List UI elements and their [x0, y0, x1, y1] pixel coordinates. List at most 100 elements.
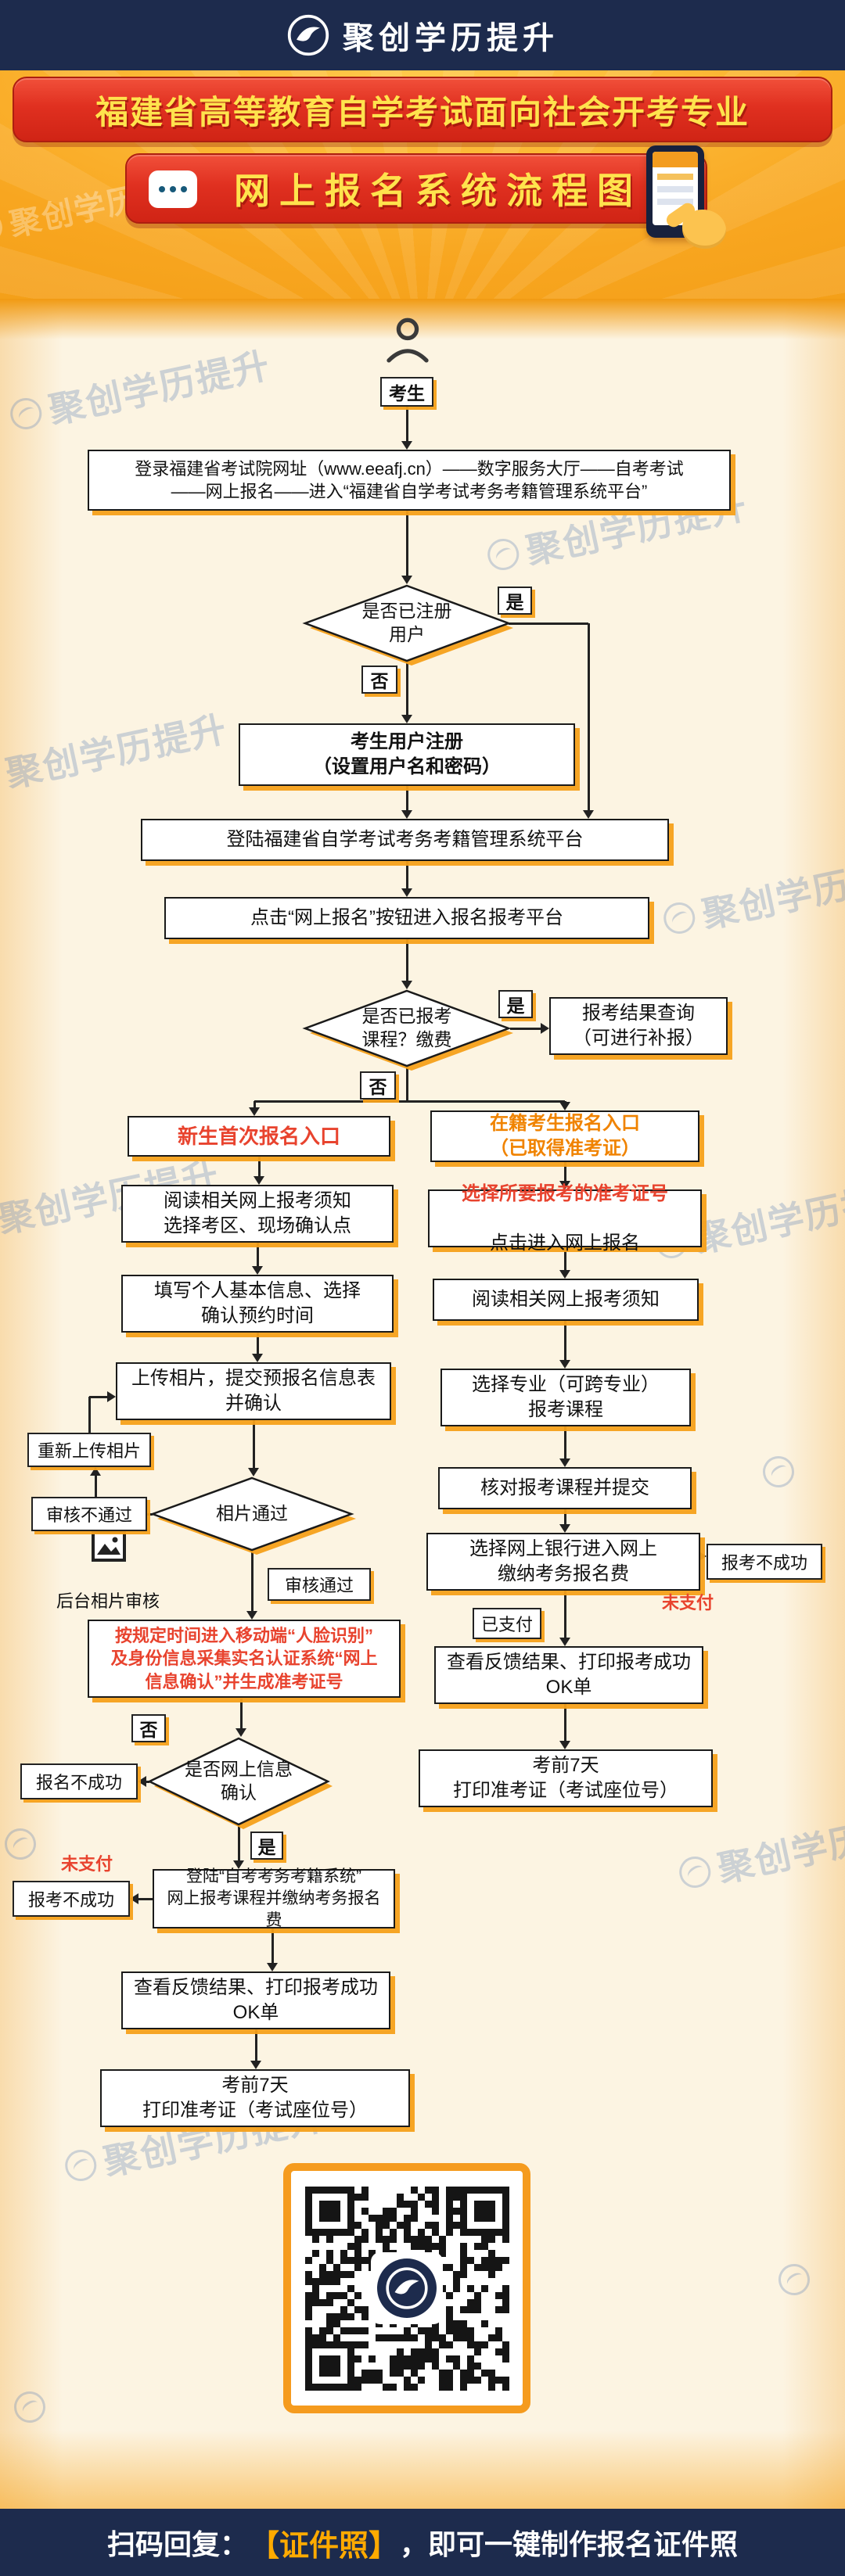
qr-cell: [431, 2242, 439, 2250]
qr-cell: [325, 2291, 333, 2299]
qr-cell: [438, 2383, 446, 2391]
qr-cell: [361, 2348, 369, 2355]
arrowhead: [559, 1638, 570, 1646]
qr-cell: [325, 2228, 333, 2236]
person-icon: [383, 316, 433, 368]
qr-cell: [389, 2348, 397, 2355]
qr-cell: [502, 2186, 509, 2194]
qr-cell: [333, 2193, 340, 2201]
qr-cell: [382, 2221, 390, 2229]
arrowhead: [254, 1176, 264, 1185]
qr-cell: [452, 2355, 460, 2363]
qr-cell: [382, 2242, 390, 2250]
qr-cell: [459, 2319, 467, 2327]
qr-cell: [466, 2256, 474, 2264]
qr-cell: [487, 2362, 495, 2370]
qr-cell: [347, 2284, 354, 2292]
qr-cell: [417, 2193, 425, 2201]
qr-cell: [389, 2355, 397, 2363]
qr-cell: [396, 2327, 404, 2334]
qr-cell: [494, 2193, 502, 2201]
qr-cell: [473, 2341, 481, 2348]
qr-cell: [494, 2312, 502, 2320]
qr-cell: [361, 2207, 369, 2215]
qr-cell: [410, 2242, 418, 2250]
qr-cell: [361, 2376, 369, 2384]
qr-cell: [502, 2376, 509, 2384]
qr-cell: [466, 2327, 474, 2334]
qr-cell: [438, 2214, 446, 2222]
qr-cell: [494, 2235, 502, 2243]
qr-cell: [354, 2263, 361, 2271]
flow-line: [88, 1397, 91, 1433]
qr-cell: [459, 2312, 467, 2320]
qr-cell: [502, 2298, 509, 2306]
qr-cell: [494, 2319, 502, 2327]
qr-cell: [333, 2200, 340, 2208]
qr-cell: [445, 2256, 453, 2264]
qr-cell: [502, 2277, 509, 2285]
qr-cell: [473, 2298, 481, 2306]
qr-cell: [340, 2221, 347, 2229]
qr-cell: [452, 2383, 460, 2391]
step-left-notice: 阅读相关网上报考须知 选择考区、现场确认点: [121, 1185, 394, 1243]
qr-cell: [325, 2242, 333, 2250]
qr-cell: [466, 2242, 474, 2250]
qr-cell: [375, 2341, 383, 2348]
qr-cell: [304, 2235, 312, 2243]
qr-cell: [403, 2362, 411, 2370]
qr-cell: [396, 2348, 404, 2355]
qr-cell: [389, 2242, 397, 2250]
qr-cell: [375, 2242, 383, 2250]
qr-cell: [424, 2228, 432, 2236]
qr-cell: [361, 2355, 369, 2363]
qr-cell: [389, 2369, 397, 2377]
brand-name: 聚创学历提升: [343, 21, 559, 56]
qr-cell: [473, 2207, 481, 2215]
qr-cell: [333, 2263, 340, 2271]
qr-cell: [424, 2221, 432, 2229]
qr-cell: [340, 2235, 347, 2243]
qr-cell: [487, 2369, 495, 2377]
qr-cell: [487, 2207, 495, 2215]
arrowhead: [107, 1391, 116, 1402]
qr-cell: [333, 2214, 340, 2222]
qr-cell: [438, 2319, 446, 2327]
qr-cell: [333, 2369, 340, 2377]
header-fade: [0, 299, 845, 339]
qr-cell: [325, 2235, 333, 2243]
qr-cell: [347, 2319, 354, 2327]
qr-cell: [382, 2355, 390, 2363]
qr-cell: [354, 2228, 361, 2236]
qr-cell: [452, 2319, 460, 2327]
qr-cell: [347, 2263, 354, 2271]
qr-cell: [438, 2376, 446, 2384]
label-backend-review: 后台相片审核: [56, 1591, 160, 1611]
qr-cell: [487, 2341, 495, 2348]
qr-cell: [304, 2277, 312, 2285]
qr-cell: [452, 2249, 460, 2257]
qr-cell: [410, 2348, 418, 2355]
qr-cell: [480, 2263, 488, 2271]
chat-bubble-icon: [149, 170, 197, 208]
qr-cell: [382, 2341, 390, 2348]
qr-cell: [487, 2327, 495, 2334]
qr-cell: [361, 2341, 369, 2348]
arrowhead: [90, 1467, 101, 1476]
qr-cell: [347, 2270, 354, 2278]
arrowhead: [698, 1551, 707, 1562]
qr-cell: [347, 2256, 354, 2264]
arrowhead: [130, 1893, 138, 1904]
qr-cell: [325, 2383, 333, 2391]
qr-cell: [410, 2228, 418, 2236]
qr-cell: [304, 2298, 312, 2306]
photo-review-icon: [91, 1530, 127, 1564]
qr-cell: [318, 2334, 326, 2341]
qr-cell: [333, 2383, 340, 2391]
qr-cell: [325, 2193, 333, 2201]
qr-cell: [333, 2319, 340, 2327]
qr-cell: [431, 2355, 439, 2363]
qr-cell: [361, 2369, 369, 2377]
qr-cell: [480, 2383, 488, 2391]
qr-cell: [466, 2319, 474, 2327]
